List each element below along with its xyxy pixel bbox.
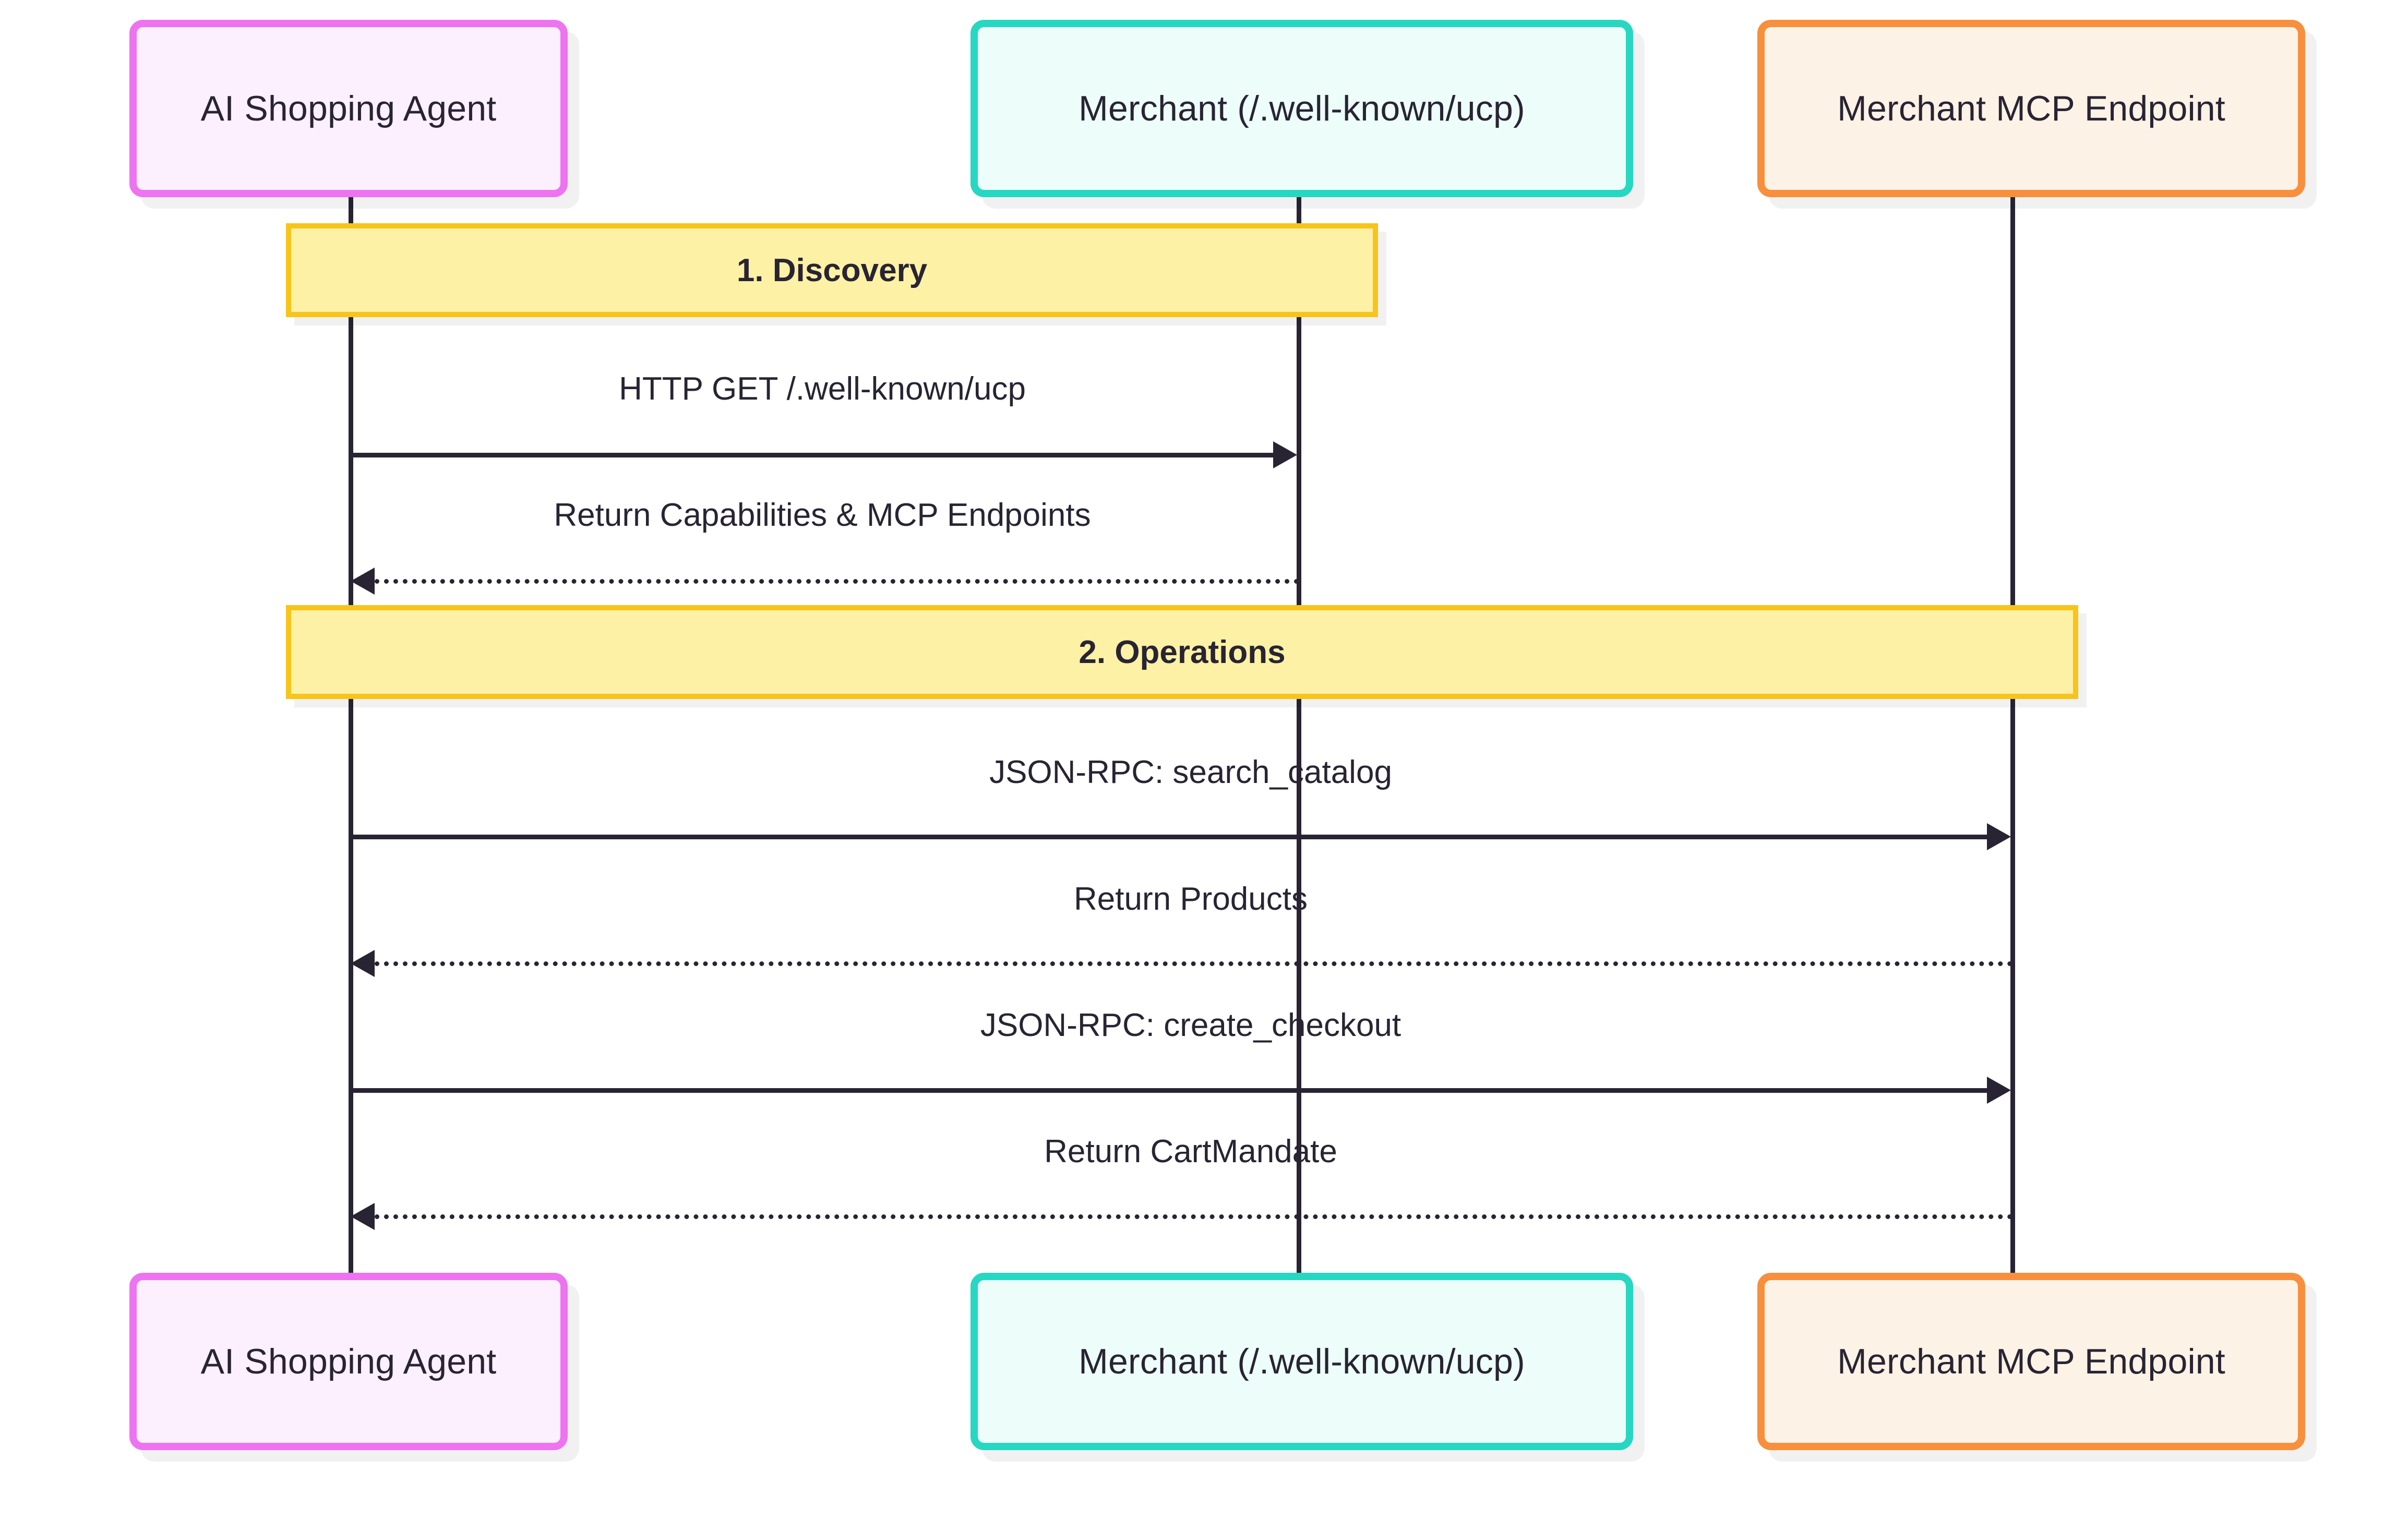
participant-label-mcp-top: Merchant MCP Endpoint	[1837, 88, 2225, 128]
participant-label-mcp-bottom: Merchant MCP Endpoint	[1837, 1341, 2225, 1381]
message-arrowhead-m3	[1987, 823, 2011, 850]
message-arrowhead-m4	[351, 950, 375, 977]
section-band-operations-label: 2. Operations	[1079, 634, 1286, 670]
message-arrowhead-m2	[351, 568, 375, 595]
message-line-m3	[351, 835, 1998, 839]
message-line-m1	[351, 453, 1285, 457]
participant-label-agent-top: AI Shopping Agent	[200, 88, 497, 128]
lifeline-wellknown	[1297, 197, 1301, 1277]
message-arrowhead-m6	[351, 1203, 375, 1230]
lifeline-agent	[349, 197, 353, 1277]
message-label-m6: Return CartMandate	[1044, 1134, 1337, 1170]
message-line-m6	[375, 1214, 2013, 1219]
message-label-m1: HTTP GET /.well-known/ucp	[619, 371, 1026, 407]
lifeline-mcp	[2010, 197, 2015, 1277]
section-band-discovery[interactable]: 1. Discovery	[286, 223, 1378, 317]
participant-box-agent-bottom[interactable]: AI Shopping Agent	[129, 1273, 568, 1450]
participant-box-mcp-bottom[interactable]: Merchant MCP Endpoint	[1757, 1273, 2305, 1450]
message-arrowhead-m5	[1987, 1077, 2011, 1104]
section-band-discovery-label: 1. Discovery	[736, 252, 928, 288]
participant-label-wellknown-top: Merchant (/.well-known/ucp)	[1079, 88, 1525, 128]
participant-box-wellknown-top[interactable]: Merchant (/.well-known/ucp)	[971, 20, 1633, 197]
participant-label-wellknown-bottom: Merchant (/.well-known/ucp)	[1079, 1341, 1525, 1381]
participant-box-mcp-top[interactable]: Merchant MCP Endpoint	[1757, 20, 2305, 197]
message-label-m3: JSON-RPC: search_catalog	[989, 754, 1392, 790]
participant-label-agent-bottom: AI Shopping Agent	[200, 1341, 497, 1381]
message-line-m2	[375, 579, 1299, 584]
participant-box-wellknown-bottom[interactable]: Merchant (/.well-known/ucp)	[971, 1273, 1633, 1450]
message-line-m4	[375, 961, 2013, 966]
participant-box-agent-top[interactable]: AI Shopping Agent	[129, 20, 568, 197]
message-label-m4: Return Products	[1074, 881, 1308, 917]
section-band-operations[interactable]: 2. Operations	[286, 605, 2078, 699]
message-label-m2: Return Capabilities & MCP Endpoints	[554, 497, 1091, 533]
message-arrowhead-m1	[1273, 441, 1297, 468]
message-label-m5: JSON-RPC: create_checkout	[980, 1007, 1401, 1043]
message-line-m5	[351, 1088, 1998, 1093]
